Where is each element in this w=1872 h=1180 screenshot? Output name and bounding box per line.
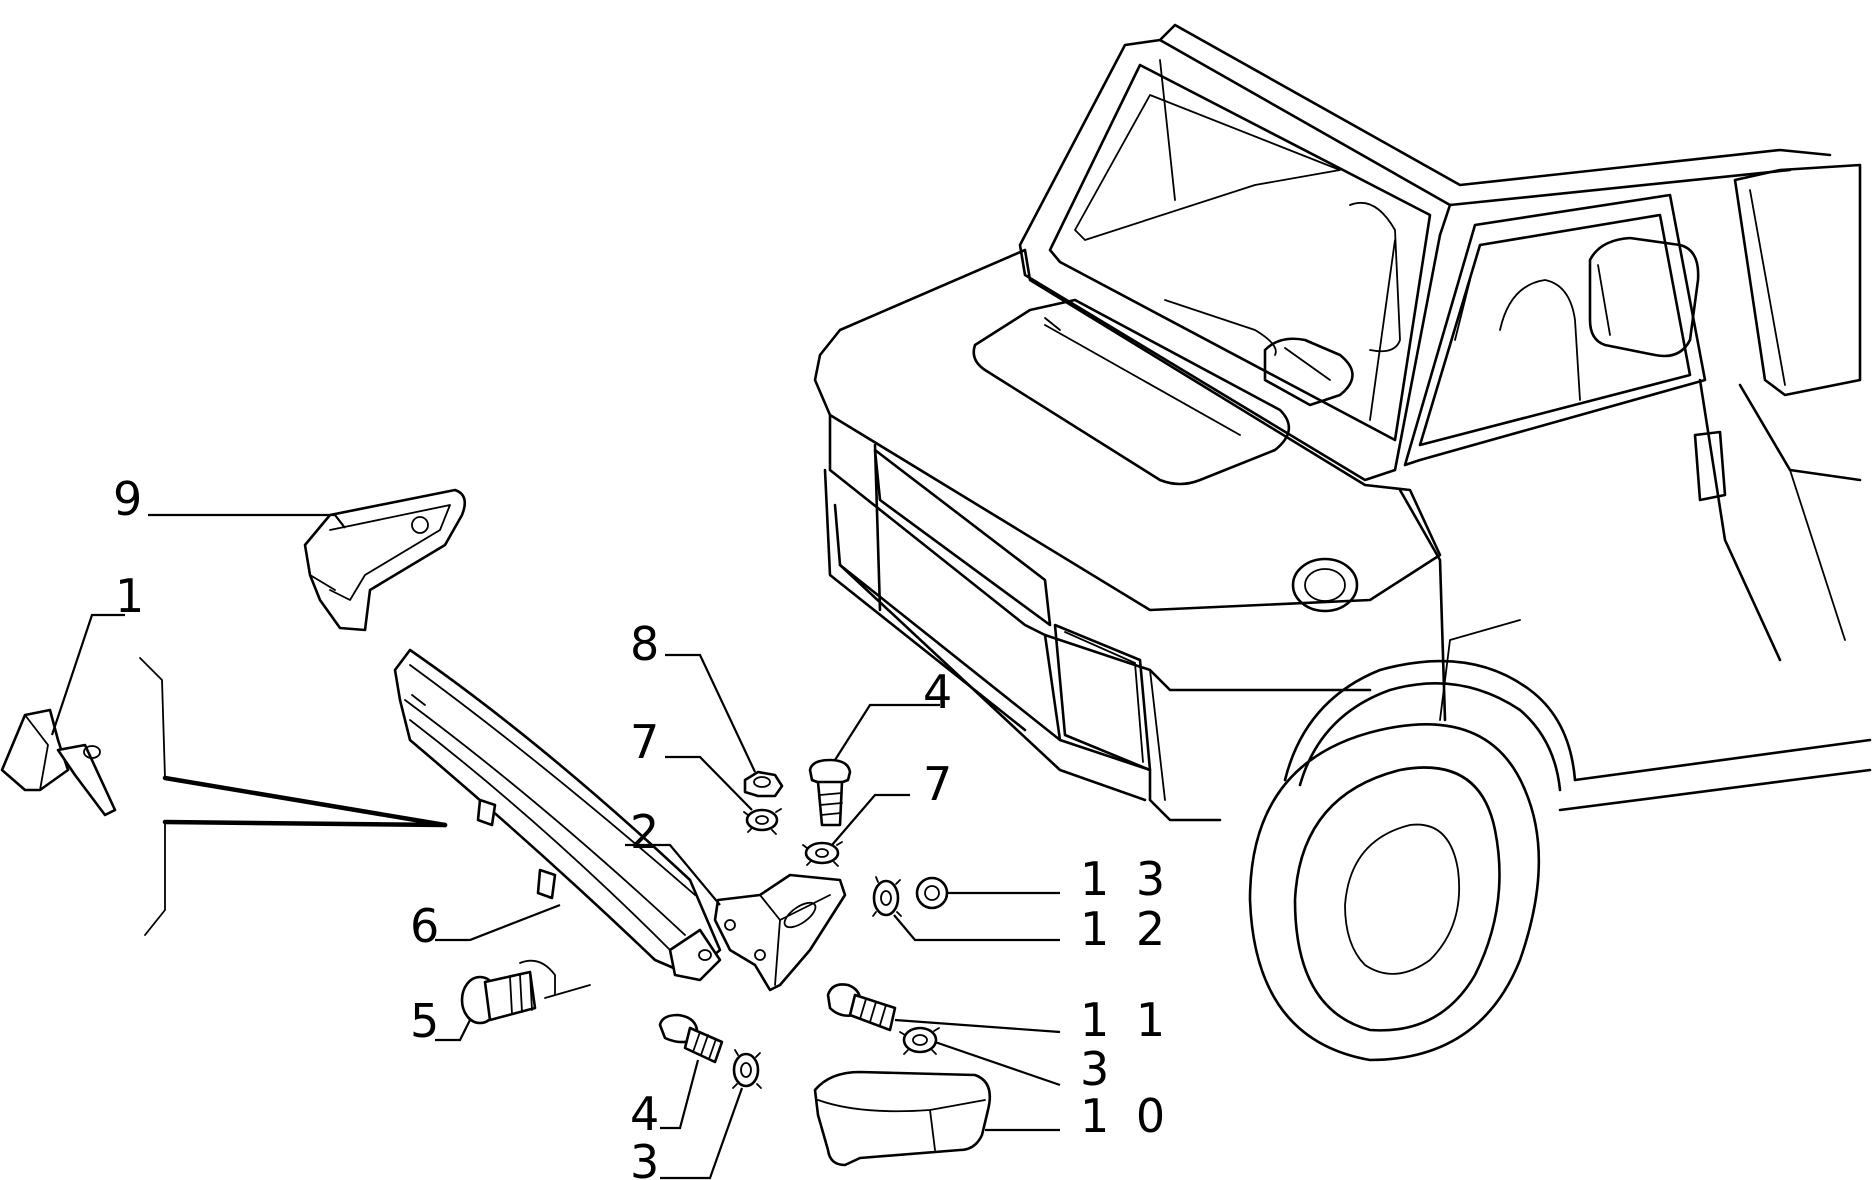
callout-7: 7 <box>630 715 665 769</box>
callout-13: 1 3 <box>1080 852 1171 906</box>
callout-1: 1 <box>115 569 150 623</box>
part-4-bolt-lower <box>658 1013 724 1064</box>
callout-labels: 9 1 8 7 4 7 2 1 3 1 2 6 5 1 1 3 1 0 4 3 <box>113 472 1171 1180</box>
part-5-retaining-clip <box>460 959 556 1025</box>
callout-8: 8 <box>630 617 665 671</box>
part-8-nut <box>743 770 784 798</box>
callout-3: 3 <box>1080 1042 1115 1096</box>
leader-lines <box>50 513 1061 1180</box>
van-illustration <box>813 23 1872 1062</box>
callout-5: 5 <box>410 994 445 1048</box>
callout-7-b: 7 <box>923 757 958 811</box>
part-7-lock-washer <box>743 808 782 835</box>
callout-11: 1 1 <box>1080 993 1171 1047</box>
callout-4-b: 4 <box>630 1087 665 1141</box>
part-6-bumper-bar <box>393 648 722 982</box>
part-7-lock-washer-b <box>802 841 843 867</box>
part-3-lock-washer-right <box>899 1026 940 1055</box>
part-12-lock-washer <box>872 876 902 917</box>
part-9-bumper-end-cap <box>303 488 467 632</box>
callout-12: 1 2 <box>1080 902 1171 956</box>
callout-3-b: 3 <box>630 1135 665 1180</box>
part-3-lock-washer-lower <box>732 1049 762 1089</box>
callout-9: 9 <box>113 472 148 526</box>
part-10-corner-cap <box>813 1070 992 1167</box>
part-13-nut <box>915 876 949 910</box>
part-1-mounting-bracket <box>0 708 117 817</box>
part-11-bolt <box>826 983 897 1032</box>
part-4-bolt-upper <box>808 758 852 827</box>
assembly-grouping-bracket <box>139 657 448 936</box>
part-2-bracket <box>713 873 847 992</box>
callout-6: 6 <box>410 899 445 953</box>
callout-2: 2 <box>630 805 665 859</box>
callout-10: 1 0 <box>1080 1089 1171 1143</box>
callout-4: 4 <box>923 665 958 719</box>
